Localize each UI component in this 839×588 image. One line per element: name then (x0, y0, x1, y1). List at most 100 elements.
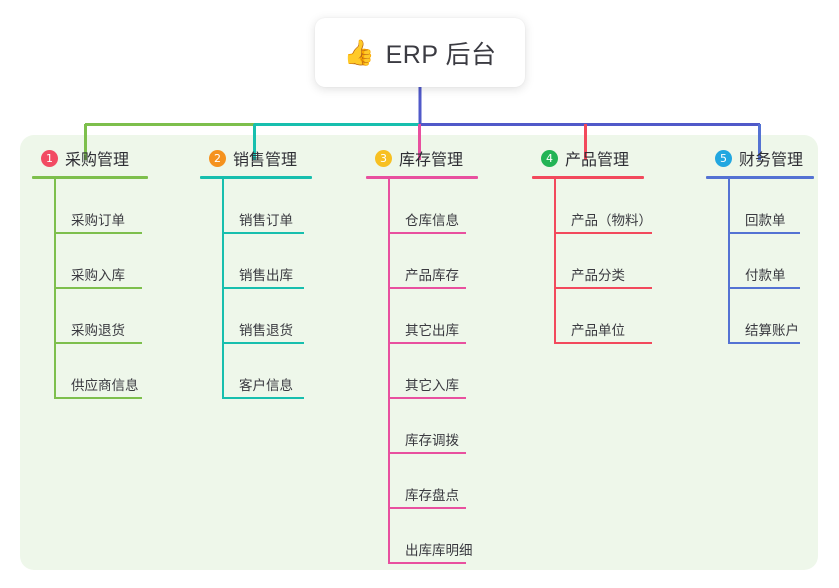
branch-title: 采购管理 (65, 152, 130, 169)
branch-number-badge: 1 (41, 149, 58, 167)
branch-header-underline (366, 176, 478, 179)
branch-item[interactable]: 产品单位 (554, 289, 652, 344)
branch-item[interactable]: 产品（物料） (554, 179, 652, 234)
branch-column-1: 1 采购管理采购订单采购入库采购退货供应商信息 (32, 145, 148, 399)
branch-header-4[interactable]: 4 产品管理 (532, 145, 652, 171)
branch-item-label: 回款单 (745, 213, 786, 228)
branch-item-label: 客户信息 (239, 378, 293, 393)
branch-header-1[interactable]: 1 采购管理 (32, 145, 148, 171)
root-node[interactable]: 👍 ERP 后台 (315, 18, 525, 87)
branch-item-label: 产品单位 (571, 323, 625, 338)
branch-header-underline (532, 176, 644, 179)
branch-item-underline (728, 232, 800, 234)
branch-item-underline (222, 397, 304, 399)
branch-spine-line (54, 179, 56, 399)
branch-column-4: 4 产品管理产品（物料） 产品分类产品单位 (532, 145, 652, 344)
branch-item-underline (222, 287, 304, 289)
branch-item-label: 产品分类 (571, 268, 625, 283)
branch-item-underline (554, 342, 652, 344)
branch-item-underline (54, 287, 142, 289)
branch-item[interactable]: 库存盘点 (388, 454, 478, 509)
branch-item-label: 销售退货 (239, 323, 293, 338)
branch-item[interactable]: 采购退货 (54, 289, 148, 344)
branch-item[interactable]: 销售订单 (222, 179, 312, 234)
branch-column-3: 3 库存管理仓库信息产品库存其它出库其它入库库存调拨库存盘点出库库明细 (366, 145, 478, 564)
branch-item-underline (388, 562, 466, 564)
branch-item-label: 仓库信息 (405, 213, 459, 228)
branch-item-label: 其它出库 (405, 323, 459, 338)
branch-item-underline (222, 232, 304, 234)
branch-number-badge: 2 (209, 149, 226, 167)
branch-item-underline (54, 232, 142, 234)
branch-item-list: 仓库信息产品库存其它出库其它入库库存调拨库存盘点出库库明细 (388, 179, 478, 564)
branch-header-2[interactable]: 2 销售管理 (200, 145, 312, 171)
branch-item-underline (54, 397, 142, 399)
branches-backdrop-panel (20, 135, 818, 570)
branch-item[interactable]: 出库库明细 (388, 509, 478, 564)
branch-item-label: 库存盘点 (405, 488, 459, 503)
branch-item-underline (388, 452, 466, 454)
thumbs-up-icon: 👍 (343, 38, 375, 67)
branch-item[interactable]: 付款单 (728, 234, 814, 289)
branch-column-5: 5 财务管理回款单付款单结算账户 (706, 145, 814, 344)
branch-item[interactable]: 产品库存 (388, 234, 478, 289)
branch-item-list: 回款单付款单结算账户 (728, 179, 814, 344)
branch-item-list: 采购订单采购入库采购退货供应商信息 (54, 179, 148, 399)
branch-item-underline (388, 342, 466, 344)
branch-item-underline (388, 287, 466, 289)
branch-header-underline (200, 176, 312, 179)
branch-number-badge: 3 (375, 149, 392, 167)
branch-title: 财务管理 (739, 152, 804, 169)
branch-item[interactable]: 其它出库 (388, 289, 478, 344)
branch-item[interactable]: 仓库信息 (388, 179, 478, 234)
branch-item[interactable]: 采购入库 (54, 234, 148, 289)
branch-spine-line (728, 179, 730, 344)
branch-item-label: 付款单 (745, 268, 786, 283)
branch-item-underline (222, 342, 304, 344)
branch-header-underline (32, 176, 148, 179)
branch-item-underline (728, 287, 800, 289)
branch-header-5[interactable]: 5 财务管理 (706, 145, 814, 171)
branch-spine-line (388, 179, 390, 564)
branch-item[interactable]: 结算账户 (728, 289, 814, 344)
branch-number-badge: 4 (541, 149, 558, 167)
branch-item[interactable]: 销售退货 (222, 289, 312, 344)
branch-item-list: 产品（物料） 产品分类产品单位 (554, 179, 652, 344)
branch-title: 库存管理 (399, 152, 464, 169)
branch-item-label: 库存调拨 (405, 433, 459, 448)
branch-item[interactable]: 库存调拨 (388, 399, 478, 454)
branch-number-badge: 5 (715, 149, 732, 167)
branch-item-underline (388, 397, 466, 399)
branch-item-label: 产品（物料） (571, 213, 652, 228)
branch-item[interactable]: 回款单 (728, 179, 814, 234)
branch-header-3[interactable]: 3 库存管理 (366, 145, 478, 171)
branch-item-list: 销售订单销售出库销售退货客户信息 (222, 179, 312, 399)
root-node-title: ERP 后台 (385, 40, 497, 69)
branch-item-underline (554, 232, 652, 234)
branch-item-underline (388, 232, 466, 234)
branch-item[interactable]: 产品分类 (554, 234, 652, 289)
branch-item[interactable]: 其它入库 (388, 344, 478, 399)
branch-item-underline (554, 287, 652, 289)
branch-item-underline (54, 342, 142, 344)
branch-item[interactable]: 客户信息 (222, 344, 312, 399)
branch-item-label: 销售订单 (239, 213, 293, 228)
branch-item-label: 销售出库 (239, 268, 293, 283)
branch-spine-line (222, 179, 224, 399)
branch-item[interactable]: 采购订单 (54, 179, 148, 234)
branch-header-underline (706, 176, 814, 179)
branch-item-label: 供应商信息 (71, 378, 139, 393)
branch-item[interactable]: 供应商信息 (54, 344, 148, 399)
branch-item-underline (728, 342, 800, 344)
branch-item-underline (388, 507, 466, 509)
branch-item-label: 其它入库 (405, 378, 459, 393)
branch-item-label: 产品库存 (405, 268, 459, 283)
branch-title: 销售管理 (233, 152, 298, 169)
branch-title: 产品管理 (565, 152, 630, 169)
branch-item-label: 出库库明细 (405, 543, 473, 558)
branch-item[interactable]: 销售出库 (222, 234, 312, 289)
branch-spine-line (554, 179, 556, 344)
branch-item-label: 采购订单 (71, 213, 125, 228)
branch-item-label: 结算账户 (745, 323, 799, 338)
